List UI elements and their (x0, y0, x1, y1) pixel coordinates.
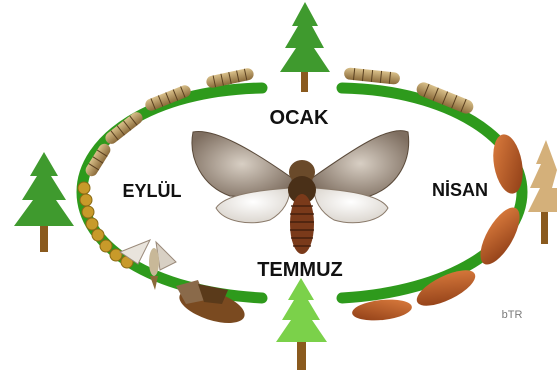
emerging-moth (175, 280, 248, 330)
central-moth (192, 131, 409, 254)
month-label-left: EYLÜL (122, 181, 181, 201)
month-label-bottom: TEMMUZ (257, 259, 343, 281)
moth-forewing-right (312, 131, 409, 197)
tree-left (14, 152, 74, 252)
credit-text: bTR (502, 309, 523, 321)
tree-top (280, 2, 330, 92)
tree-right (528, 140, 557, 244)
month-label-top: OCAK (270, 107, 329, 129)
tree-bottom (276, 278, 327, 370)
month-label-right: NİSAN (432, 180, 488, 200)
caterpillar (103, 110, 145, 147)
moth-forewing-left (192, 132, 292, 197)
moth-abdomen (290, 194, 314, 254)
caterpillar (344, 67, 401, 85)
